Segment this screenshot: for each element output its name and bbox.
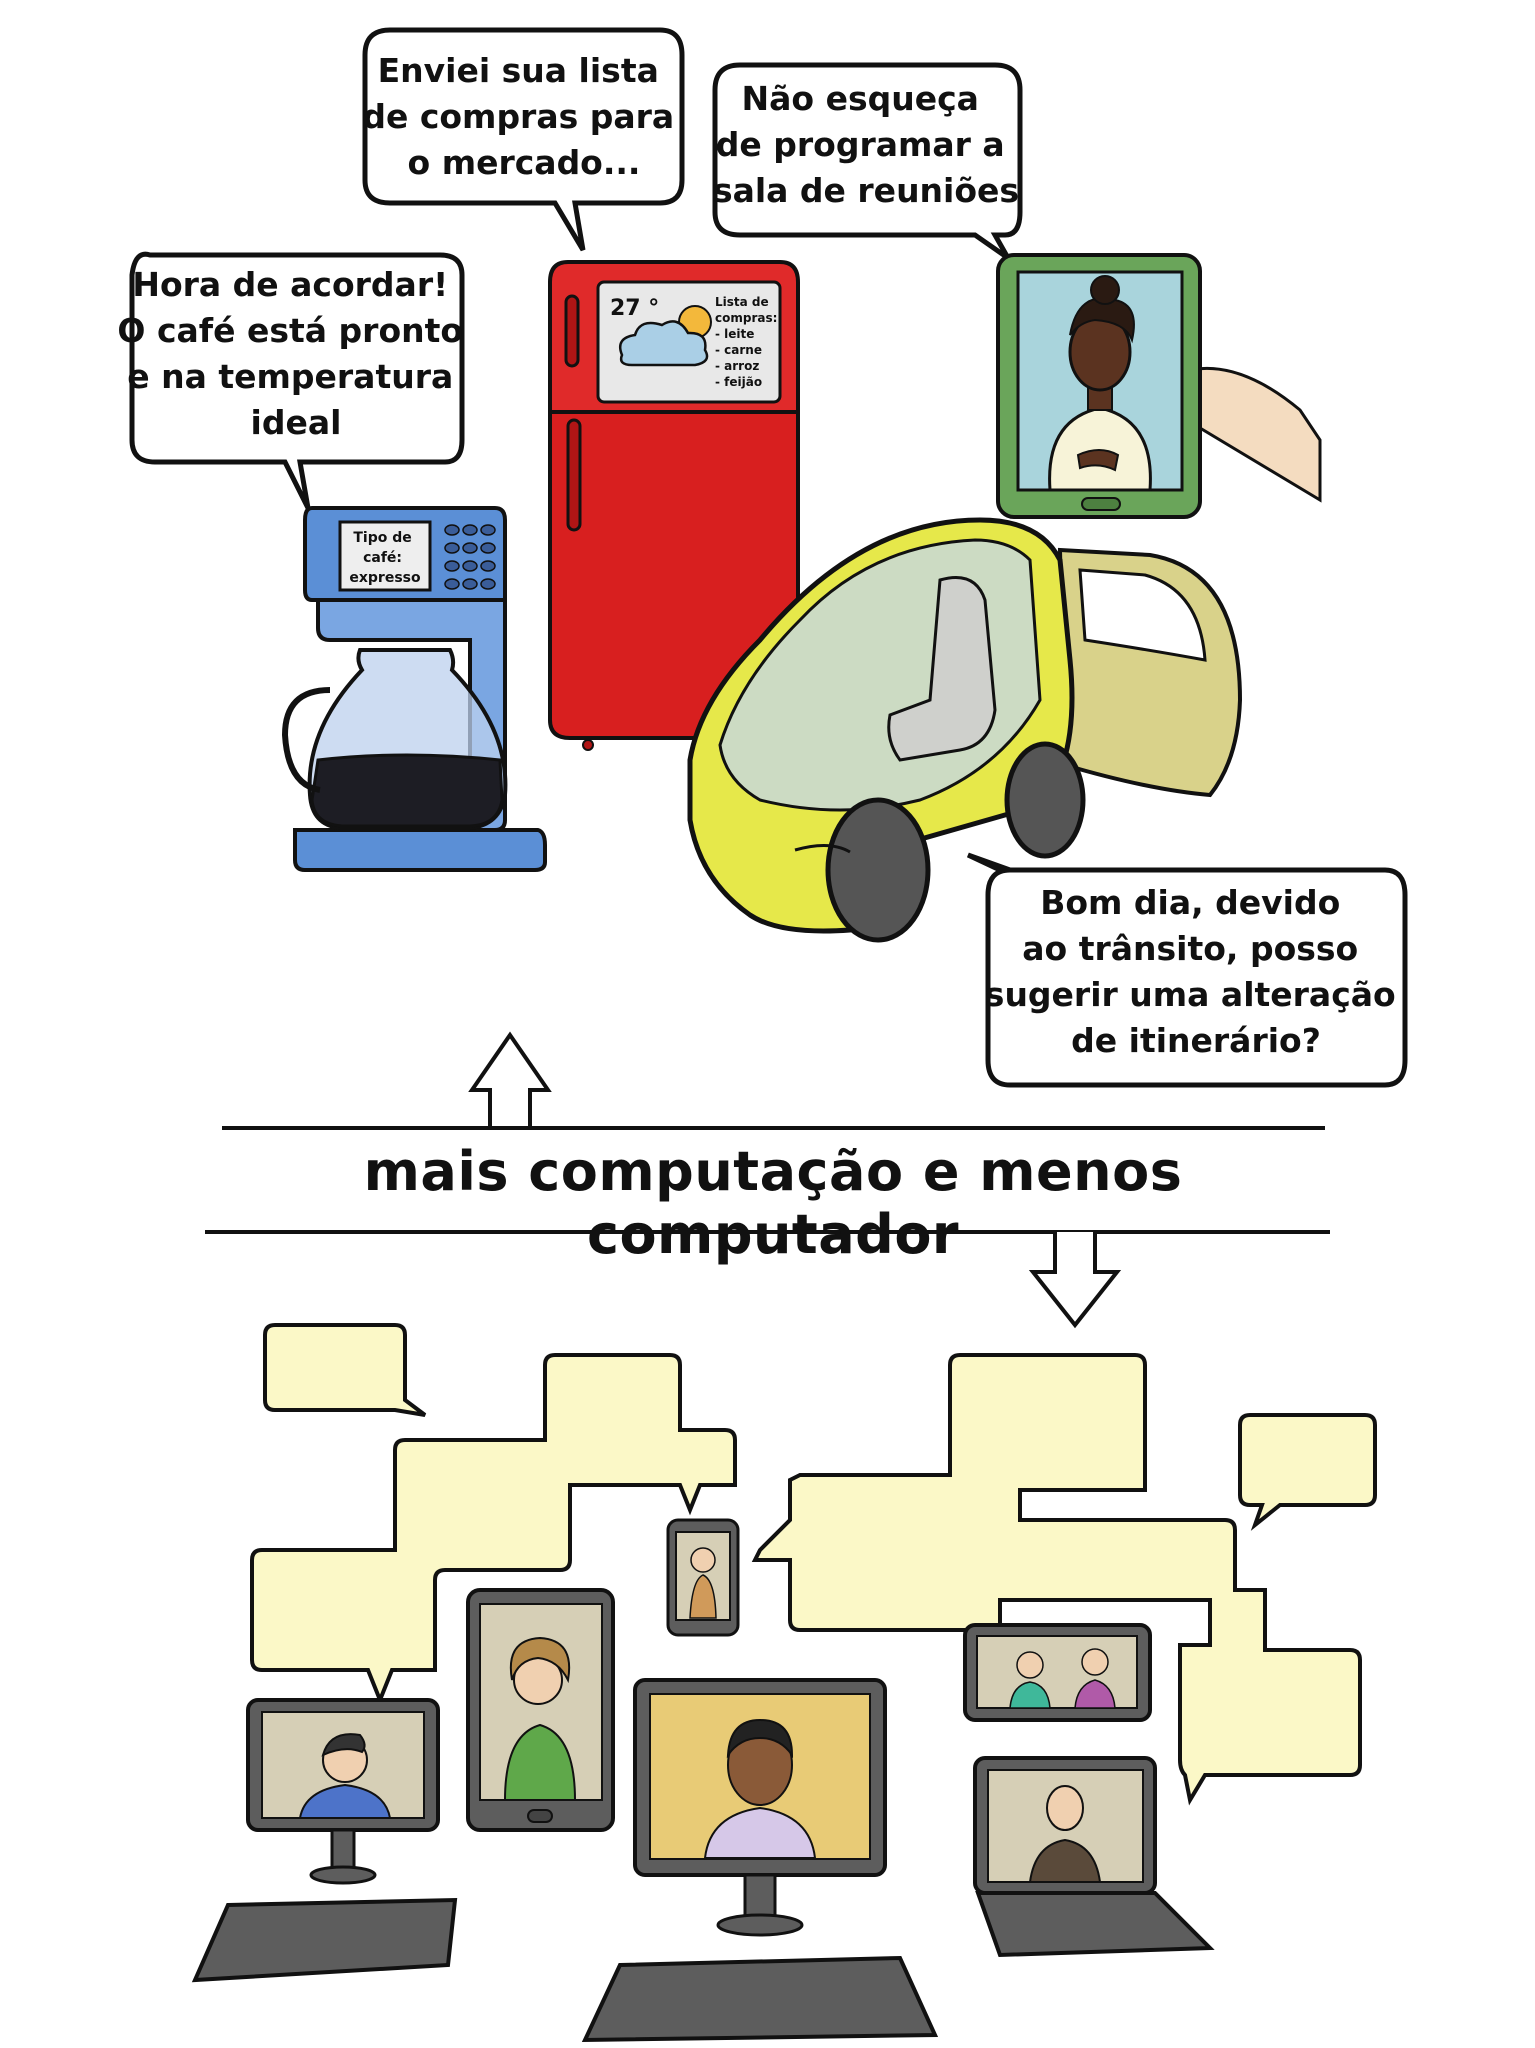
person-avatar	[703, 1806, 817, 1859]
person-avatar	[298, 1783, 392, 1819]
car-wheel	[1004, 741, 1086, 859]
svg-text:Enviei sua lista de comp: Enviei sua lista de compras para o merca…	[362, 51, 685, 182]
car-seat	[887, 576, 997, 762]
car-bubble-line: de itinerário?	[1071, 1021, 1321, 1060]
hand	[1188, 366, 1322, 503]
keyboard-icon	[975, 1891, 1215, 1958]
car-speech-bubble: Bom dia, devido ao trânsito, posso suger…	[966, 852, 1408, 1088]
tablet-speech-bubble: Não esqueça de programar a sala de reuni…	[712, 62, 1023, 261]
smartphone	[666, 1518, 740, 1637]
desktop-monitor-center	[581, 1678, 939, 2043]
chat-bubble	[250, 1353, 737, 1706]
car-bubble-line: Bom dia, devido	[1040, 883, 1340, 922]
fridge-list-line: - carne	[715, 343, 762, 357]
laptop	[973, 1756, 1215, 1958]
coffee-maker: Tipo de café: expresso	[281, 506, 547, 872]
partly-cloudy-icon	[618, 305, 712, 367]
smart-car	[687, 517, 1243, 943]
coffee-screen-line: café:	[363, 550, 402, 566]
chat-bubble	[263, 1323, 427, 1417]
upward-arrow	[222, 1031, 1325, 1130]
fridge-list-line: - feijão	[715, 375, 762, 389]
car-bubble-line: sugerir uma alteração	[985, 975, 1396, 1014]
fridge-list-line: - leite	[715, 327, 754, 341]
coffee-bubble-line: ideal	[251, 403, 342, 442]
car-bubble-line: ao trânsito, posso	[1022, 929, 1358, 968]
fridge-list-line: compras:	[715, 311, 777, 325]
coffee-bubble-line: e na temperatura	[127, 357, 453, 396]
tablet-bubble-line: sala de reuniões	[713, 171, 1019, 210]
person-avatar	[1028, 1838, 1102, 1883]
svg-text:Lista de compras:: Lista de compras: - leite - carne - arro…	[715, 295, 782, 389]
desktop-monitor-left	[191, 1698, 458, 1983]
tablet	[996, 253, 1322, 519]
woman-avatar	[1048, 275, 1152, 492]
fridge-handle	[566, 418, 582, 532]
coffee-screen	[338, 520, 432, 592]
coffee-bubble-line: Hora de acordar!	[132, 265, 448, 304]
person-avatar	[689, 1574, 717, 1619]
svg-text:Bom dia, devido ao trâns: Bom dia, devido ao trânsito, posso suger…	[985, 883, 1407, 1060]
svg-text:Não esqueça de programar: Não esqueça de programar a sala de reuni…	[713, 79, 1019, 210]
car-wheel	[825, 797, 931, 943]
svg-text:Hora de acordar! O café: Hora de acordar! O café está pronto e na…	[117, 265, 474, 442]
fridge-bubble-line: de compras para	[362, 97, 674, 136]
fridge-bubble-line: Enviei sua lista	[378, 51, 659, 90]
fridge-list-line: - arroz	[715, 359, 759, 373]
downward-arrow	[205, 1230, 1330, 1329]
home-button	[1081, 497, 1121, 511]
tablet-bubble-line: Não esqueça	[742, 79, 979, 118]
fridge-bubble-line: o mercado...	[408, 143, 641, 182]
chat-bubbles	[250, 1323, 1377, 1806]
chat-bubble	[1238, 1413, 1377, 1531]
refrigerator: 27 ° Lista de compras: - leite - carne -…	[548, 260, 800, 751]
fridge-list-line: Lista de	[715, 295, 769, 309]
coffee-speech-bubble: Hora de acordar! O café está pronto e na…	[117, 251, 474, 510]
coffee-bubble-line: O café está pronto	[117, 311, 463, 350]
svg-text:Tipo de café: expr: Tipo de café: expresso	[349, 530, 421, 586]
tablet-left	[466, 1588, 615, 1832]
coffee-screen-line: expresso	[349, 570, 421, 586]
tablet-bubble-line: de programar a	[716, 125, 1005, 164]
person-avatar	[503, 1723, 577, 1801]
tagline: mais computação e menos computador	[363, 1140, 1183, 1266]
fridge-speech-bubble: Enviei sua lista de compras para o merca…	[362, 27, 685, 252]
video-call-screen	[963, 1623, 1152, 1722]
person-avatar	[1009, 1681, 1051, 1709]
keyboard-icon	[581, 1955, 939, 2043]
person-avatar	[1074, 1679, 1116, 1709]
fridge-temperature: 27 °	[610, 296, 659, 321]
keypad-icon	[444, 524, 496, 590]
fridge-handle	[564, 294, 580, 368]
chat-bubble	[751, 1353, 1362, 1806]
coffee-screen-line: Tipo de	[353, 530, 411, 546]
keyboard-icon	[191, 1897, 458, 1983]
